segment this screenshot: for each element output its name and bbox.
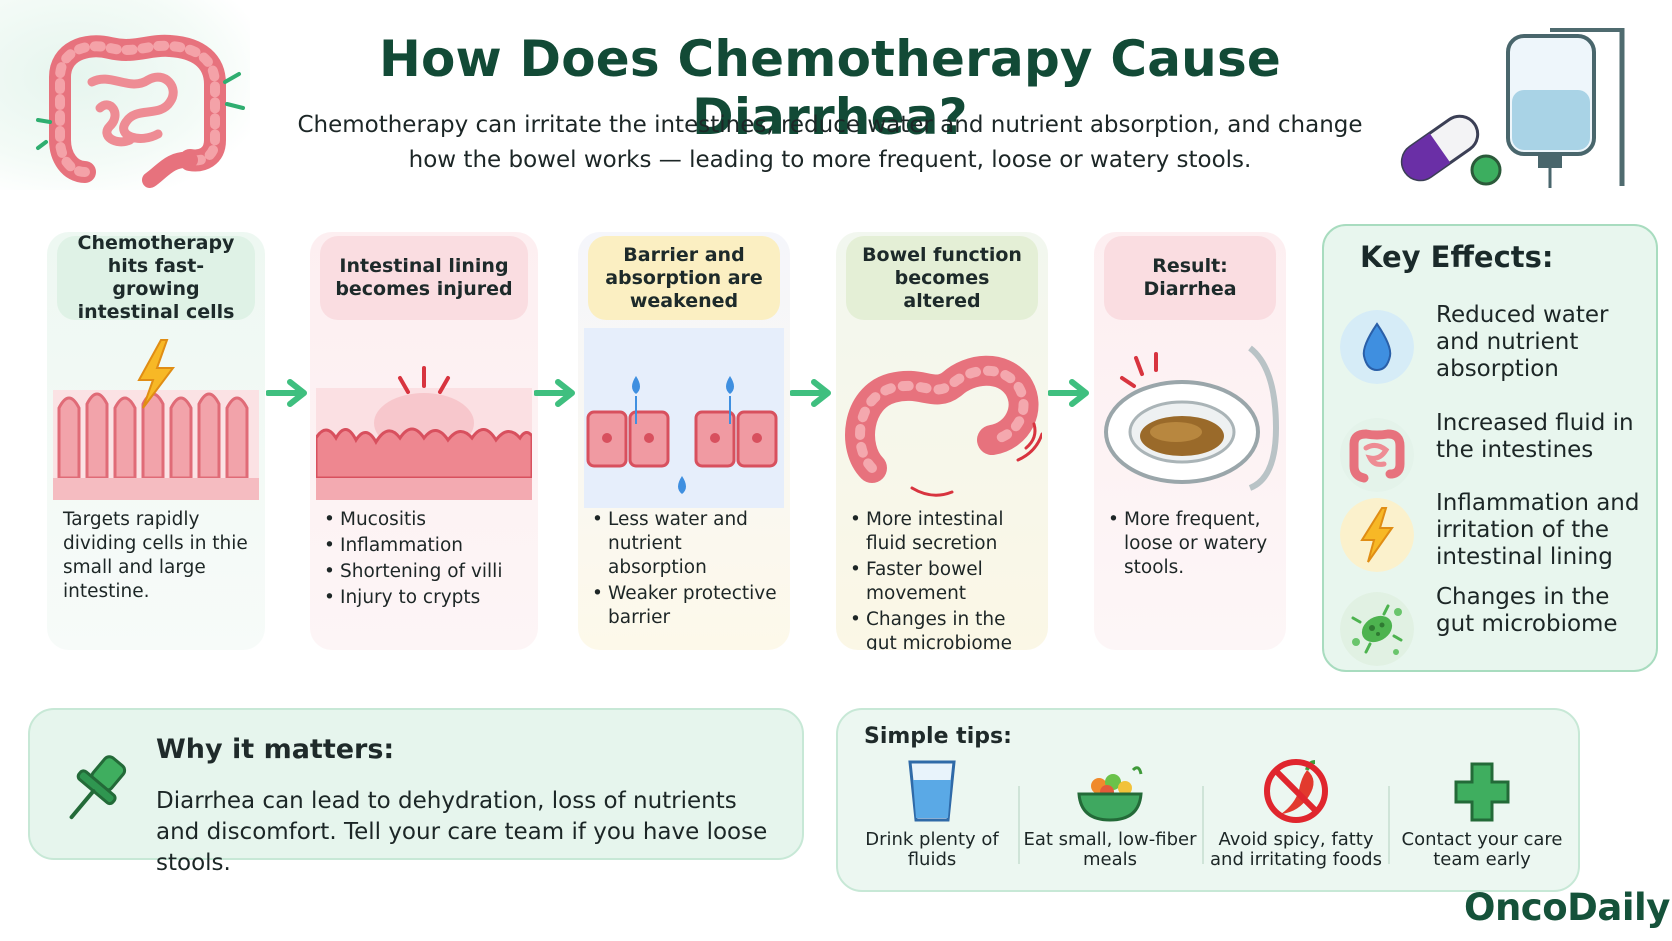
key-effect-item: Reduced water and nutrient absorption [1340, 302, 1646, 402]
tip-item: Contact your care team early [1394, 756, 1570, 890]
colon-icon [845, 355, 1042, 497]
list-item: Inflammation [322, 534, 530, 558]
step-title: Barrier and absorption are weakened [588, 236, 780, 320]
step-bullets: Mucositis Inflammation Shortening of vil… [322, 508, 530, 640]
list-item: More frequent, loose or watery stools. [1106, 508, 1278, 580]
step-bullets: More intestinal fluid secretion Faster b… [848, 508, 1040, 650]
list-item: Changes in the gut microbiome [848, 608, 1040, 650]
intestine-icon [1340, 418, 1414, 492]
tip-divider [1202, 786, 1204, 864]
arrow-right-icon [534, 379, 575, 407]
step-card-4: Bowel function becomes altered More inte… [836, 232, 1048, 650]
key-effect-item: Changes in the gut microbiome [1340, 584, 1646, 684]
pushpin-icon [69, 755, 127, 820]
lightning-villi-icon [53, 339, 259, 500]
key-effect-item: Inflammation and irritation of the intes… [1340, 490, 1646, 590]
step-title: Intestinal lining becomes injured [320, 236, 528, 320]
arrow-right-icon [1048, 379, 1089, 407]
key-effects-title: Key Effects: [1360, 240, 1554, 274]
microbe-icon [1340, 592, 1414, 666]
list-item: Faster bowel movement [848, 558, 1040, 606]
why-text: Diarrhea can lead to dehydration, loss o… [156, 788, 768, 876]
toilet-icon [1104, 345, 1280, 491]
step-title: Chemotherapy hits fast-growing intestina… [57, 232, 255, 323]
medical-cross-icon [1454, 762, 1510, 822]
step-title: Bowel function becomes altered [846, 236, 1038, 320]
no-chili-icon [1264, 759, 1328, 823]
step-bullets: Less water and nutrient absorption Weake… [590, 508, 782, 640]
step-card-1: Chemotherapy hits fast-growing intestina… [47, 232, 265, 650]
page-subtitle: Chemotherapy can irritate the intestines… [297, 112, 1363, 173]
key-effect-item: Increased fluid in the intestines [1340, 410, 1646, 510]
brand-logo: OncoDaily [1464, 886, 1670, 929]
list-item: Less water and nutrient absorption [590, 508, 782, 580]
lightning-icon [1340, 498, 1414, 572]
arrow-right-icon [790, 379, 831, 407]
step-card-5: Result: Diarrhea More frequent, loose or… [1094, 232, 1286, 650]
key-effects-panel: Key Effects: Reduced water and nutrient … [1322, 224, 1658, 672]
step-description: Targets rapidly dividing cells in thie s… [63, 509, 248, 602]
step-card-2: Intestinal lining becomes injured Mucosi… [310, 232, 538, 650]
tips-title: Simple tips: [864, 724, 1012, 749]
tip-item: Avoid spicy, fatty and irritating foods [1208, 756, 1384, 890]
tip-divider [1388, 786, 1390, 864]
food-bowl-icon [1077, 766, 1143, 822]
list-item: Shortening of villi [322, 560, 530, 584]
intestine-illustration-icon [36, 34, 245, 188]
iv-drip-pill-icon [1400, 28, 1625, 188]
arrow-right-icon [266, 379, 307, 407]
simple-tips-panel: Simple tips: Drink plenty of fluids Eat … [836, 708, 1580, 892]
leaky-barrier-icon [584, 328, 784, 508]
step-bullets: More frequent, loose or watery stools. [1106, 508, 1278, 640]
list-item: Mucositis [322, 508, 530, 532]
list-item: Injury to crypts [322, 586, 530, 610]
step-card-3: Barrier and absorption are weakened Less… [578, 232, 790, 650]
tip-item: Eat small, low-fiber meals [1022, 756, 1198, 890]
list-item: Weaker protective barrier [590, 582, 782, 630]
water-glass-icon [908, 760, 956, 822]
page-title: How Does Chemotherapy Cause Diarrhea? [378, 30, 1282, 146]
list-item: More intestinal fluid secretion [848, 508, 1040, 556]
tip-item: Drink plenty of fluids [844, 756, 1020, 890]
why-it-matters-panel: Why it matters: Diarrhea can lead to deh… [28, 708, 804, 876]
why-title: Why it matters: [156, 734, 395, 765]
water-drop-icon [1340, 310, 1414, 384]
tip-divider [1018, 786, 1020, 864]
step-title: Result: Diarrhea [1104, 236, 1276, 320]
injured-lining-icon [316, 366, 532, 500]
